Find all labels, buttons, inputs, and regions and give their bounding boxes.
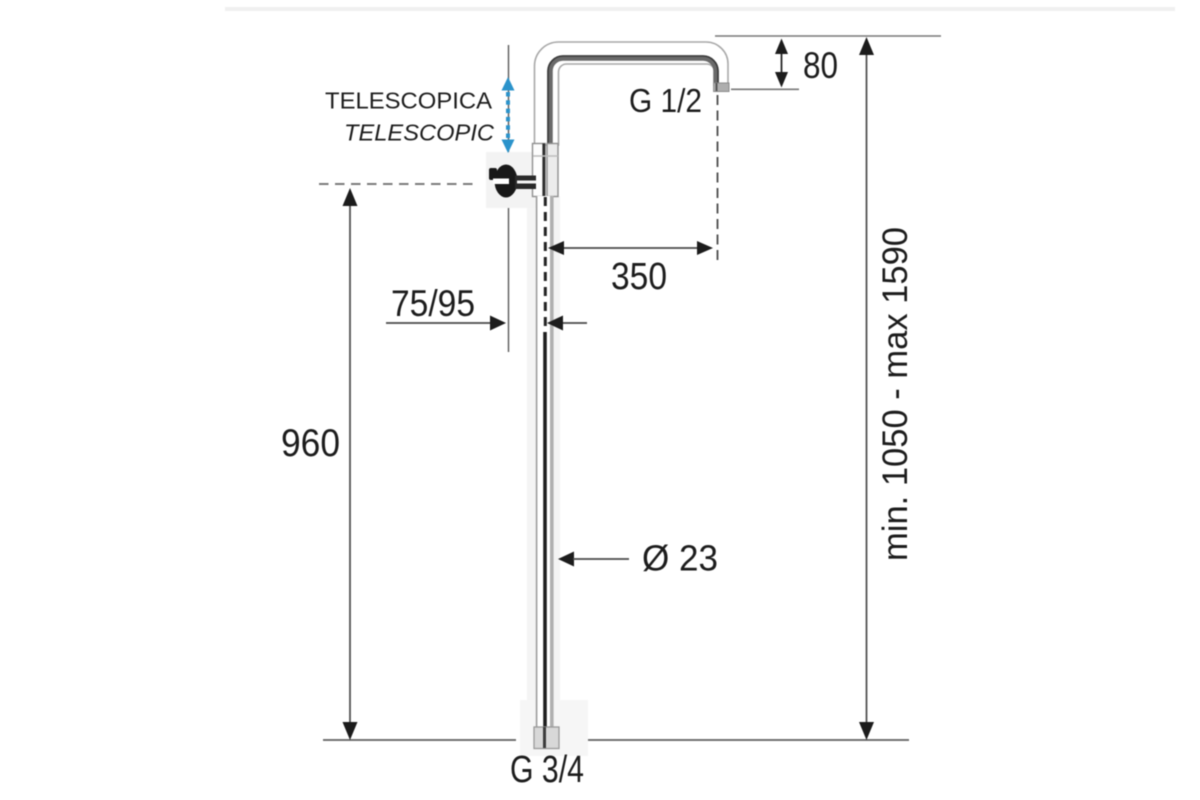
svg-text:80: 80 <box>803 45 838 86</box>
svg-text:min. 1050 - max 1590: min. 1050 - max 1590 <box>876 227 915 561</box>
svg-text:75/95: 75/95 <box>391 283 475 324</box>
svg-text:G 1/2: G 1/2 <box>629 82 702 119</box>
svg-text:Ø 23: Ø 23 <box>642 538 718 579</box>
svg-text:350: 350 <box>611 256 667 298</box>
svg-text:G 3/4: G 3/4 <box>510 749 584 791</box>
svg-text:960: 960 <box>281 422 340 465</box>
svg-text:TELESCOPICA: TELESCOPICA <box>325 88 492 114</box>
svg-text:TELESCOPIC: TELESCOPIC <box>344 120 495 146</box>
